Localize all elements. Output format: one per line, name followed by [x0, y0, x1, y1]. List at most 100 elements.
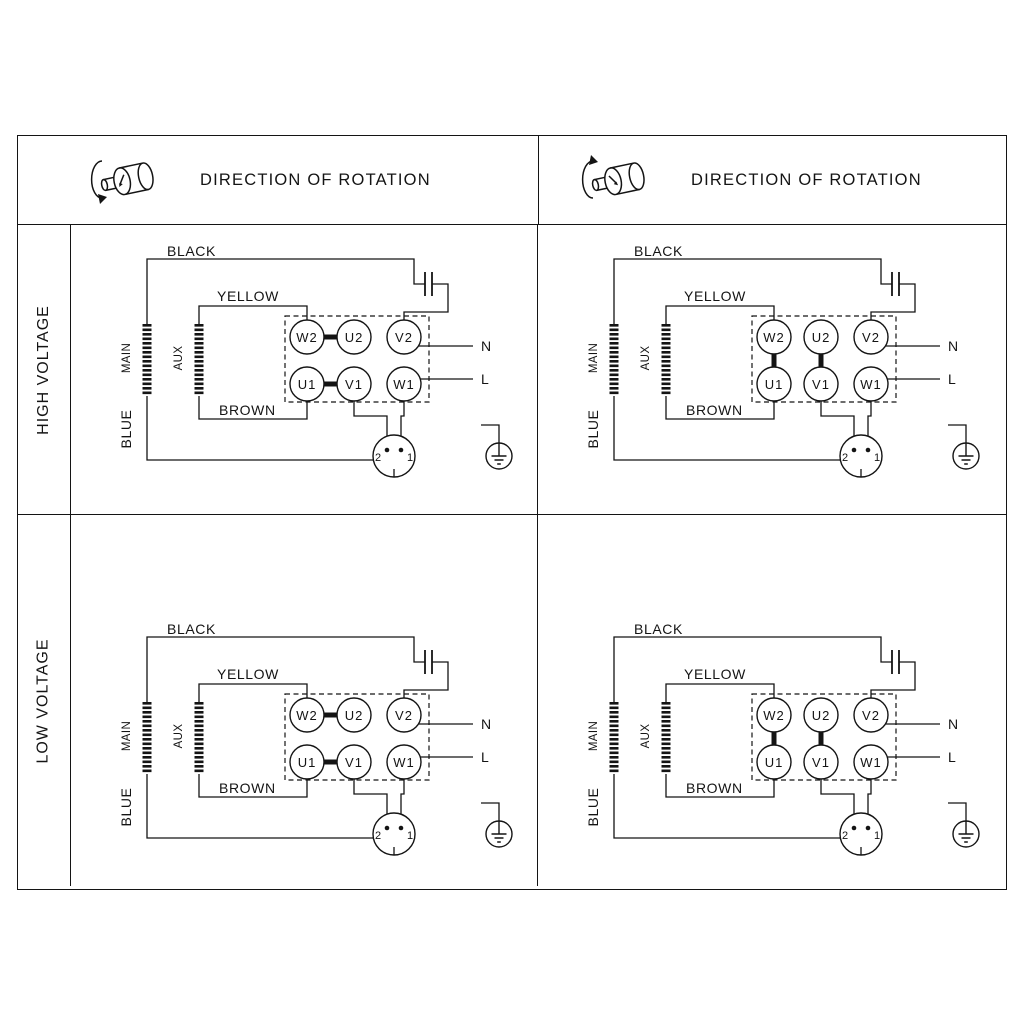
terminal-w2-label: W2 — [763, 708, 785, 723]
motor-rotation-ccw-icon — [90, 160, 154, 204]
live-label: L — [481, 371, 489, 387]
terminal-w1-label: W1 — [860, 377, 882, 392]
ground-lead-wire — [481, 802, 500, 821]
neutral-label: N — [481, 716, 492, 732]
terminal-u1-label: U1 — [765, 377, 784, 392]
terminal-u1-label: U1 — [765, 755, 784, 770]
brown-label: BROWN — [686, 402, 743, 418]
ground-lead-wire — [948, 424, 967, 443]
brown-wire — [198, 774, 308, 798]
aux-label: AUX — [640, 724, 652, 749]
capacitor-icon — [424, 271, 433, 297]
quadrant-low-voltage-left: BLACK YELLOW BROWN BLUE MAIN AUX N L W2 … — [71, 515, 538, 886]
terminal-v2-label: V2 — [862, 330, 880, 345]
yellow-wire — [665, 305, 775, 324]
aux-label: AUX — [640, 346, 652, 371]
black-label: BLACK — [634, 243, 683, 259]
header-title-right: DIRECTION OF ROTATION — [691, 170, 922, 189]
blue-label: BLUE — [118, 410, 134, 449]
black-wire — [613, 258, 892, 324]
plug-pin-1-label: 1 — [874, 830, 880, 842]
blue-wire — [613, 396, 840, 461]
terminal-w1-label: W1 — [393, 755, 415, 770]
wiring-diagram-high-voltage-right: BLACK YELLOW BROWN BLUE MAIN AUX N L W2 … — [585, 243, 980, 478]
plug-wire-left — [820, 779, 855, 824]
plug-pin-2-label: 2 — [842, 452, 848, 464]
terminal-w1-label: W1 — [860, 755, 882, 770]
terminal-v1-label: V1 — [345, 377, 363, 392]
terminal-block-outline — [751, 693, 897, 781]
plug-pin-2-label: 2 — [842, 830, 848, 842]
terminal-u2-label: U2 — [812, 708, 831, 723]
neutral-label: N — [948, 716, 959, 732]
blue-label: BLUE — [118, 788, 134, 827]
earth-ground-icon — [952, 442, 980, 470]
terminal-v1-label: V1 — [812, 755, 830, 770]
terminal-w1 — [853, 366, 889, 402]
brown-label: BROWN — [686, 780, 743, 796]
plug-pin-1-label: 1 — [874, 452, 880, 464]
terminal-block-outline — [751, 315, 897, 403]
terminal-u2-label: U2 — [345, 330, 364, 345]
diagram-frame: DIRECTION OF ROTATION DIRECTION OF ROTAT… — [17, 135, 1007, 890]
brown-label: BROWN — [219, 780, 276, 796]
motor-rotation-cw-icon — [581, 155, 645, 199]
plug-pin-2-label: 2 — [375, 830, 381, 842]
wiring-diagram-low-voltage-right: BLACK YELLOW BROWN BLUE MAIN AUX N L W2 … — [585, 621, 980, 856]
earth-ground-icon — [485, 820, 513, 848]
terminal-v2-label: V2 — [395, 708, 413, 723]
row-label-text: LOW VOLTAGE — [35, 637, 52, 764]
plug-wire-right — [867, 401, 872, 446]
terminal-w1 — [853, 744, 889, 780]
plug-wire-left — [353, 401, 388, 446]
ground-lead-wire — [481, 424, 500, 443]
terminal-w1-label: W1 — [393, 377, 415, 392]
quadrant-high-voltage-right: BLACK YELLOW BROWN BLUE MAIN AUX N L W2 … — [538, 225, 1006, 514]
terminal-v1-label: V1 — [812, 377, 830, 392]
terminal-u2-label: U2 — [345, 708, 364, 723]
terminal-v1-label: V1 — [345, 755, 363, 770]
aux-label: AUX — [173, 346, 185, 371]
black-label: BLACK — [634, 621, 683, 637]
terminal-w2-label: W2 — [763, 330, 785, 345]
terminal-v2-label: V2 — [862, 708, 880, 723]
capacitor-icon — [891, 649, 900, 675]
brown-wire — [665, 774, 775, 798]
high-voltage-row: HIGH VOLTAGE — [18, 225, 1006, 515]
yellow-label: YELLOW — [217, 288, 279, 304]
blue-wire — [146, 774, 373, 839]
terminal-w2-label: W2 — [296, 330, 318, 345]
ground-lead-wire — [948, 802, 967, 821]
blue-wire — [146, 396, 373, 461]
neutral-label: N — [481, 338, 492, 354]
row-label-text: HIGH VOLTAGE — [35, 304, 52, 435]
yellow-label: YELLOW — [684, 288, 746, 304]
terminal-w1 — [386, 744, 422, 780]
low-voltage-row: LOW VOLTAGE — [18, 515, 1006, 886]
main-label: MAIN — [121, 721, 133, 751]
terminal-w2-label: W2 — [296, 708, 318, 723]
aux-label: AUX — [173, 724, 185, 749]
capacitor-wire — [870, 283, 916, 320]
earth-ground-icon — [485, 442, 513, 470]
quadrant-low-voltage-right: BLACK YELLOW BROWN BLUE MAIN AUX N L W2 … — [538, 515, 1006, 886]
black-wire — [146, 258, 425, 324]
yellow-wire — [665, 683, 775, 702]
plug-wire-left — [820, 401, 855, 446]
brown-label: BROWN — [219, 402, 276, 418]
blue-label: BLUE — [585, 788, 601, 827]
header-row: DIRECTION OF ROTATION DIRECTION OF ROTAT… — [18, 136, 1006, 225]
terminal-v2 — [386, 319, 422, 355]
capacitor-icon — [424, 649, 433, 675]
black-label: BLACK — [167, 243, 216, 259]
terminal-w1 — [386, 366, 422, 402]
terminal-v2 — [853, 697, 889, 733]
live-label: L — [481, 749, 489, 765]
plug-wire-right — [867, 779, 872, 824]
main-label: MAIN — [121, 343, 133, 373]
capacitor-icon — [891, 271, 900, 297]
plug-wire-left — [353, 779, 388, 824]
plug-pin-2-label: 2 — [375, 452, 381, 464]
black-wire — [613, 636, 892, 702]
main-label: MAIN — [588, 721, 600, 751]
